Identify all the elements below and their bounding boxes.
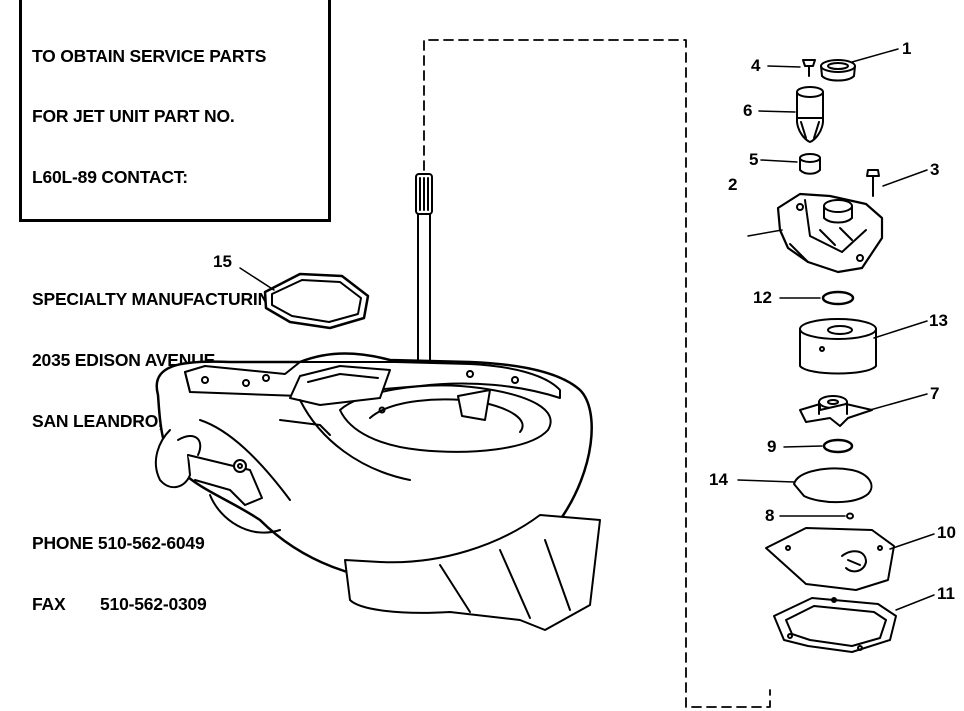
part-6-tube (796, 86, 824, 143)
jet-housing (154, 173, 601, 631)
service-info-line-3: L60L-89 CONTACT: (32, 167, 188, 188)
service-info-box: TO OBTAIN SERVICE PARTS FOR JET UNIT PAR… (19, 0, 331, 614)
part-14-gasket (793, 467, 873, 504)
callout-4: 4 (751, 56, 761, 75)
callout-3: 3 (930, 160, 940, 179)
phone-label: PHONE (32, 532, 94, 553)
service-info-line-1: TO OBTAIN SERVICE PARTS (32, 45, 267, 66)
part-8-key (846, 512, 854, 520)
callout-12: 12 (753, 288, 772, 307)
callout-15: 15 (213, 252, 232, 271)
leader-lines (239, 48, 935, 611)
part-3-bolt (866, 169, 880, 197)
part-1-cap (820, 59, 856, 82)
callout-5: 5 (749, 150, 759, 169)
assembly-dashed-line (423, 39, 771, 708)
part-13-cup (799, 318, 877, 375)
fax-line: FAX 510-562-0309 (32, 594, 328, 614)
callout-2: 2 (728, 175, 738, 194)
phone-line: PHONE 510-562-6049 (32, 533, 328, 553)
part-11-gasket (773, 597, 897, 653)
callout-8: 8 (765, 506, 775, 525)
fax-label: FAX (32, 593, 66, 614)
part-12-o-ring (821, 290, 855, 306)
callout-10: 10 (937, 523, 956, 542)
callout-6: 6 (743, 101, 753, 120)
callout-14: 14 (709, 470, 728, 489)
callout-13: 13 (929, 311, 948, 330)
company-name: SPECIALTY MANUFACTURING (32, 289, 284, 310)
part-4-screw (802, 59, 816, 77)
part-10-wear-plate (765, 527, 895, 591)
part-9-o-ring (822, 438, 854, 454)
part-2-pump-housing (776, 192, 884, 274)
part-5-bushing (799, 153, 821, 175)
fax-number: 510-562-0309 (100, 593, 207, 614)
service-info-line-2: FOR JET UNIT PART NO. (32, 106, 235, 127)
callout-7: 7 (930, 384, 940, 403)
part-15-seal-ring (263, 272, 370, 330)
phone-number: 510-562-6049 (97, 532, 205, 553)
callout-11: 11 (937, 584, 955, 603)
part-7-impeller (799, 395, 873, 427)
callout-9: 9 (767, 437, 777, 456)
callout-1: 1 (902, 39, 912, 58)
